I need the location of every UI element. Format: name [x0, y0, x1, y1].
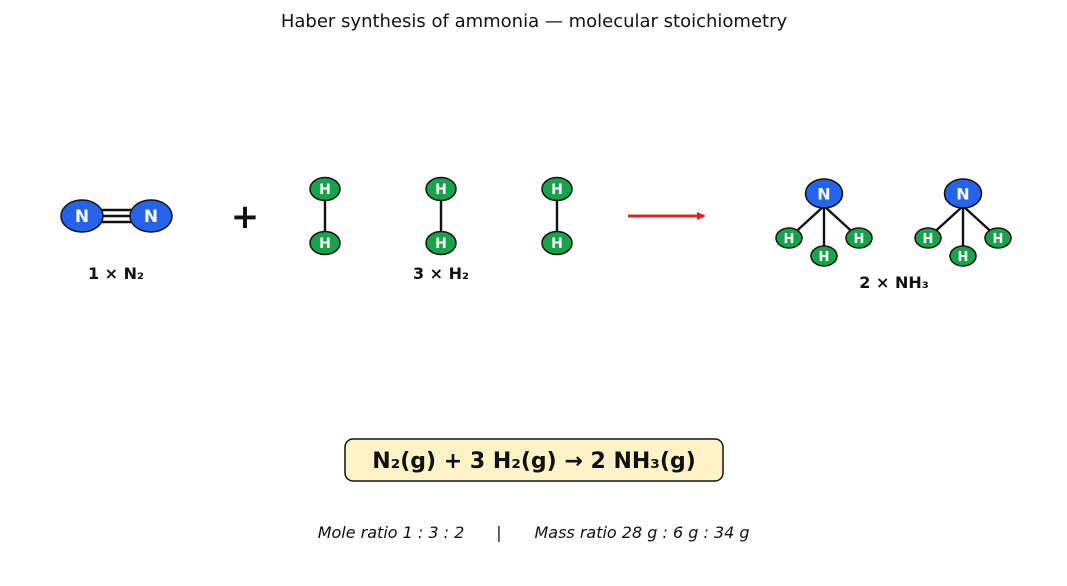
plus-sign: +	[231, 197, 260, 237]
hydrogen-atom: H	[541, 230, 573, 256]
svg-text:H: H	[319, 182, 331, 198]
n2-molecule: N N	[60, 199, 173, 233]
svg-text:H: H	[435, 236, 447, 252]
svg-text:H: H	[993, 232, 1004, 247]
svg-text:H: H	[435, 182, 447, 198]
n2-label: 1 × N₂	[88, 264, 144, 283]
svg-text:H: H	[819, 250, 830, 265]
nitrogen-atom: N	[60, 199, 104, 233]
svg-text:H: H	[551, 236, 563, 252]
svg-text:H: H	[319, 236, 331, 252]
nitrogen-atom: N	[943, 178, 983, 209]
nitrogen-atom: N	[804, 178, 844, 209]
hydrogen-atom: H	[775, 227, 803, 249]
svg-text:H: H	[784, 232, 795, 247]
hydrogen-atom: H	[949, 245, 977, 267]
nh3-molecule: N H H H	[914, 178, 1012, 267]
diagram-title: Haber synthesis of ammonia — molecular s…	[281, 11, 788, 32]
ratio-separator: |	[496, 523, 501, 542]
hydrogen-atom: H	[984, 227, 1012, 249]
equation-box: N₂(g) + 3 H₂(g) → 2 NH₃(g)	[344, 438, 724, 482]
hydrogen-atom: H	[425, 230, 457, 256]
svg-text:H: H	[923, 232, 934, 247]
hydrogen-atom: H	[541, 176, 573, 202]
nitrogen-atom: N	[129, 199, 173, 233]
balanced-equation: N₂(g) + 3 H₂(g) → 2 NH₃(g)	[372, 449, 696, 474]
hydrogen-atom: H	[425, 176, 457, 202]
hydrogen-atom: H	[309, 176, 341, 202]
h2-label: 3 × H₂	[413, 264, 469, 283]
hydrogen-atom: H	[309, 230, 341, 256]
mass-ratio: Mass ratio 28 g : 6 g : 34 g	[534, 523, 749, 542]
svg-text:N: N	[75, 207, 89, 227]
svg-text:N: N	[144, 207, 158, 227]
svg-text:H: H	[958, 250, 969, 265]
h2-molecule: H H	[425, 176, 457, 256]
svg-text:H: H	[854, 232, 865, 247]
svg-text:N: N	[956, 185, 969, 204]
h2-molecule: H H	[541, 176, 573, 256]
equation-box-background	[344, 438, 724, 482]
nh3-label: 2 × NH₃	[859, 273, 928, 292]
svg-text:N: N	[817, 185, 830, 204]
hydrogen-atom: H	[914, 227, 942, 249]
hydrogen-atom: H	[845, 227, 873, 249]
svg-text:H: H	[551, 182, 563, 198]
h2-molecule: H H	[309, 176, 341, 256]
mole-ratio: Mole ratio 1 : 3 : 2	[318, 523, 465, 542]
nh3-molecule: N H H H	[775, 178, 873, 267]
hydrogen-atom: H	[810, 245, 838, 267]
